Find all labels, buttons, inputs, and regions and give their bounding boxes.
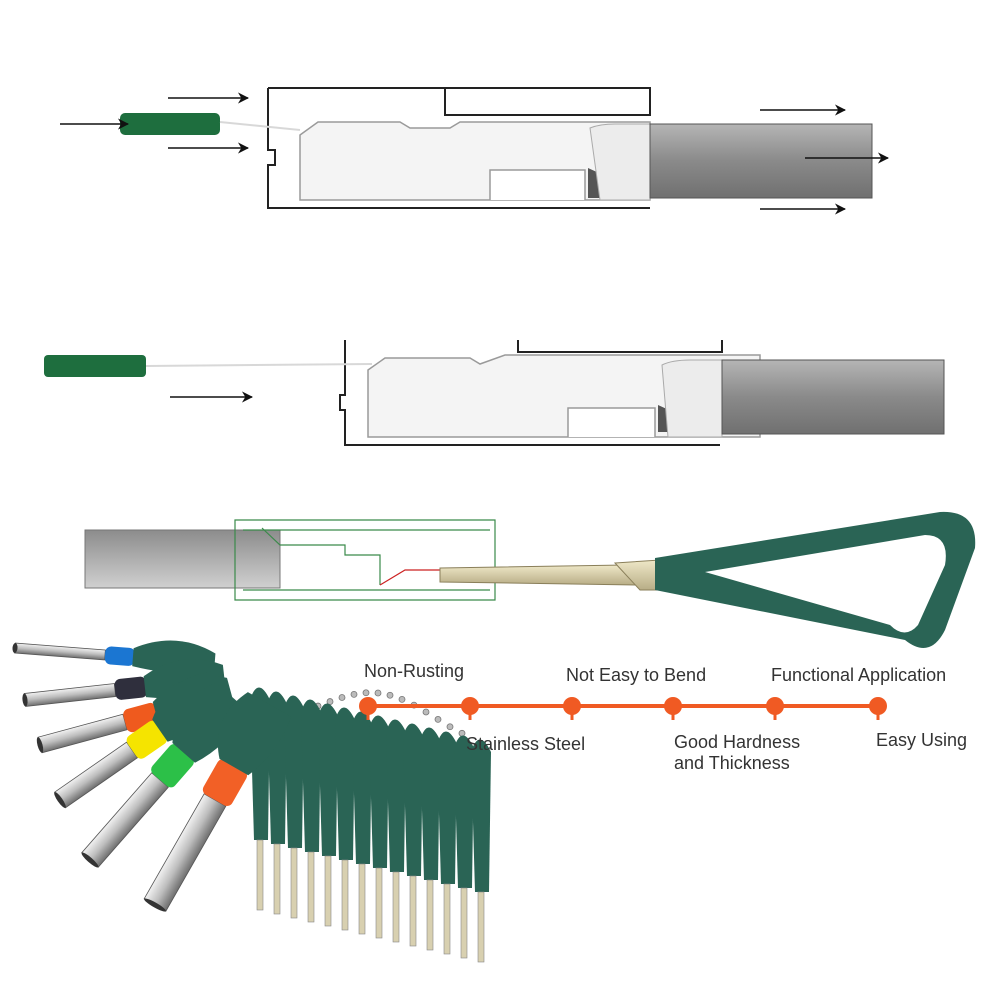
tube-tool-barrel <box>143 793 227 912</box>
pick-tool-blade <box>392 871 400 943</box>
tool-kit-image <box>12 640 491 963</box>
pick-tool-handle <box>284 695 304 848</box>
pick-tool-blade <box>290 847 298 919</box>
tube-tool-opening <box>22 693 28 707</box>
pick-tool-blade <box>477 891 485 963</box>
tube-tool-opening <box>12 643 18 653</box>
chain-bead <box>446 723 454 731</box>
feature-label-not-easy-to-bend: Not Easy to Bend <box>566 665 707 685</box>
housing-outline <box>234 519 496 601</box>
pick-tool-blade <box>324 855 332 927</box>
pick-tool-handle <box>420 727 440 880</box>
pick-tool-blade <box>375 867 383 939</box>
pick-tool-blade <box>341 859 349 931</box>
diagram-step-3 <box>84 511 976 648</box>
release-pin-tip <box>44 355 146 377</box>
diagram-step-1 <box>60 87 890 215</box>
pick-tool-handle <box>301 699 321 852</box>
timeline-dots <box>359 697 887 720</box>
tube-tool-opening <box>81 852 99 868</box>
pick-tool-handle <box>471 739 491 892</box>
wire <box>721 359 945 435</box>
pick-tool-blade <box>443 883 451 955</box>
wire <box>84 529 281 589</box>
tube-tool-collar <box>104 646 136 666</box>
chain-bead <box>434 716 442 723</box>
feature-timeline <box>359 697 887 720</box>
tube-tool-collar <box>126 720 167 759</box>
feature-label-functional-application: Functional Application <box>771 665 947 685</box>
chain-bead <box>338 694 346 701</box>
tube-tool-barrel <box>37 713 128 754</box>
pick-tool-blade <box>256 839 264 911</box>
chain-bead <box>374 689 382 697</box>
diagram-step-2 <box>44 340 945 446</box>
pick-tool-handle <box>454 735 474 888</box>
tube-tool-handle <box>217 692 292 776</box>
pick-tool-blade <box>273 843 281 915</box>
tube-tool-collar <box>151 743 194 788</box>
pick-tool-blade <box>307 851 315 923</box>
release-pin-tip <box>120 113 220 135</box>
chain-bead <box>422 708 430 716</box>
pick-tool-handle <box>352 711 372 864</box>
tube-tool-barrel <box>14 642 106 661</box>
tube-tool <box>81 682 249 868</box>
tube-tool-opening <box>144 898 166 912</box>
tube-tool-barrel <box>54 741 138 809</box>
tube-tool-collar <box>202 759 247 806</box>
pick-tool-handle <box>318 703 338 856</box>
pick-tool-handle <box>403 723 423 876</box>
feature-label-easy-using: Easy Using <box>876 730 968 750</box>
chain-bead <box>458 729 466 737</box>
pick-tool-handle <box>369 715 389 868</box>
chain-bead <box>362 689 370 697</box>
housing-outline <box>267 88 650 209</box>
housing-outline <box>339 340 720 446</box>
tube-tool-opening <box>36 737 44 753</box>
pick-tool-blade <box>358 863 366 935</box>
feature-label-good-hardness: Good Hardness and Thickness <box>674 732 801 773</box>
chain-bead <box>350 690 358 698</box>
chain-bead <box>398 695 406 703</box>
tube-tool-collar <box>114 676 148 700</box>
pick-tool-blade <box>460 887 468 959</box>
pick-tool-handle <box>437 731 457 884</box>
tube-tool-barrel <box>23 683 117 707</box>
release-tool-shaft <box>439 564 642 586</box>
pick-tool-blade <box>409 875 417 947</box>
wire <box>649 123 873 199</box>
tube-tool-handle <box>172 682 249 763</box>
tube-tool <box>143 692 292 912</box>
pick-tool-handle <box>335 707 355 860</box>
pick-tool-blade <box>426 879 434 951</box>
chain-bead <box>386 691 394 699</box>
tube-tool-opening <box>54 792 66 808</box>
feature-label-non-rusting: Non-Rusting <box>364 661 465 681</box>
pick-tool-handle <box>386 719 406 872</box>
feature-label-stainless-steel: Stainless Steel <box>466 734 586 754</box>
